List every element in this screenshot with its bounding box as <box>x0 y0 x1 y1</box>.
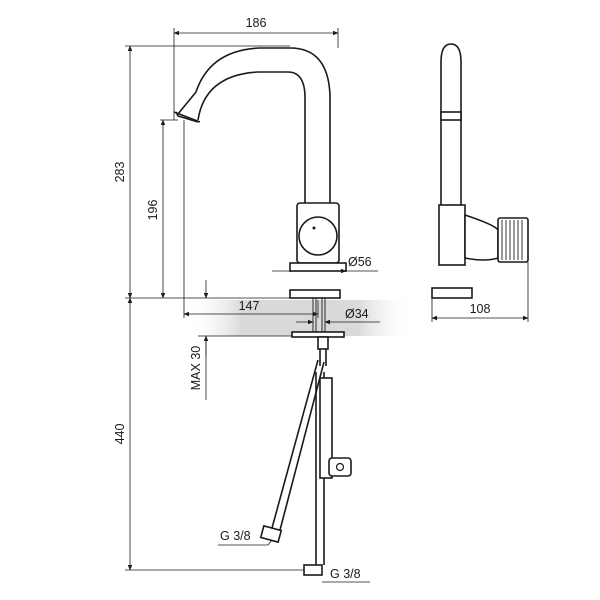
dimension-side-width: 108 <box>431 262 529 322</box>
dimension-total-height: 283 <box>113 45 290 299</box>
dimension-thread-right: G 3/8 <box>322 567 370 583</box>
label-hole-diameter: Ø34 <box>345 307 369 321</box>
label-base-diameter: Ø56 <box>348 255 372 269</box>
label-thread-left: G 3/8 <box>220 529 251 543</box>
label-hose-length: 440 <box>113 424 127 445</box>
dimension-max-thickness: MAX 30 <box>189 280 292 400</box>
label-max-thickness: MAX 30 <box>189 346 203 391</box>
label-top-width: 186 <box>246 16 267 30</box>
label-total-height: 283 <box>113 162 127 183</box>
dimension-top-width: 186 <box>173 16 339 120</box>
label-thread-right: G 3/8 <box>330 567 361 581</box>
dimension-hose-length: 440 <box>113 297 304 571</box>
dimension-spout-height: 196 <box>146 119 178 299</box>
label-spout-height: 196 <box>146 200 160 221</box>
countertop-section <box>185 300 415 336</box>
dimension-base-diameter: Ø56 <box>272 255 378 274</box>
label-side-width: 108 <box>470 302 491 316</box>
label-reach: 147 <box>239 299 260 313</box>
faucet-side-view <box>431 43 529 299</box>
dimension-reach: 147 <box>183 299 319 318</box>
dimension-hole-diameter: Ø34 <box>296 307 380 325</box>
dimension-thread-left: G 3/8 <box>218 529 273 546</box>
